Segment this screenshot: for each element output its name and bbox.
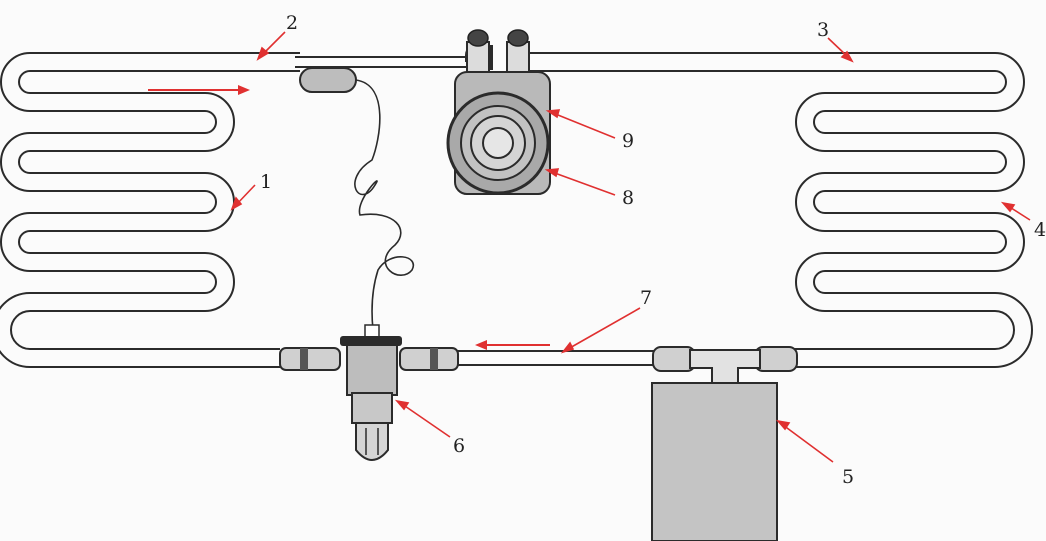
callout-6: 6 [453,435,465,457]
callout-9: 9 [622,130,634,152]
callout-8: 8 [622,187,634,209]
evaporator-coil [0,52,300,368]
callout-leaders [230,31,1031,463]
compressor-clutch [446,91,550,195]
callout-3: 3 [817,19,829,41]
callout-5: 5 [842,466,854,488]
flow-arrow-suction-icon [238,85,250,95]
callout-7: 7 [640,287,652,309]
flow-arrows [148,85,550,350]
condenser-coil [520,52,1033,368]
callout-1: 1 [260,171,272,193]
callout-4: 4 [1034,219,1046,241]
callout-2: 2 [286,12,298,34]
flow-arrow-liquid-icon [475,340,487,350]
receiver [651,346,798,541]
sensing-bulb [299,67,415,331]
expansion-valve [279,324,459,461]
